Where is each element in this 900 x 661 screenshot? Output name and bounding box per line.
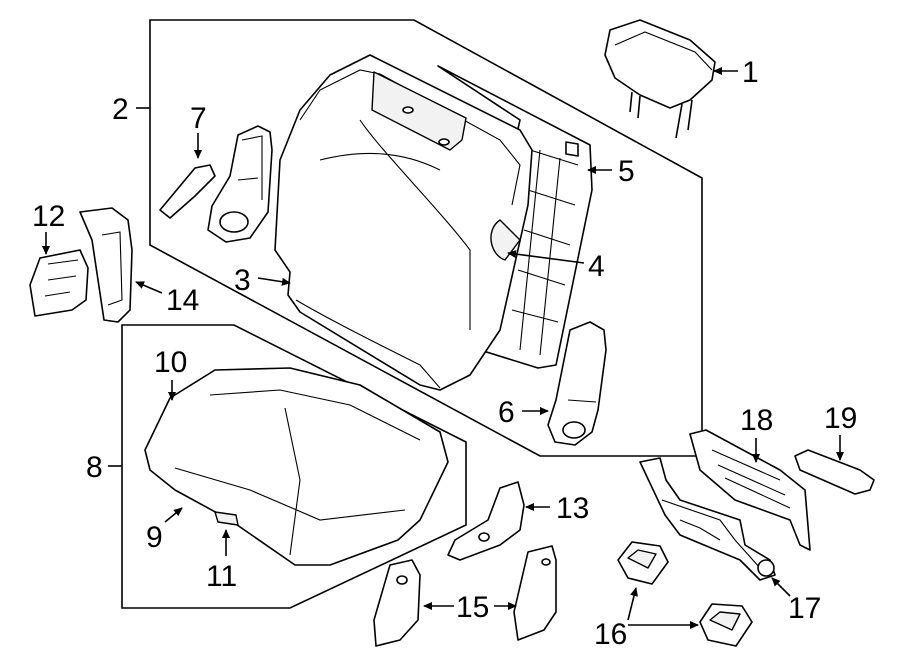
- hinge-cover-right: [513, 545, 557, 641]
- callout-19: 19: [824, 402, 857, 435]
- recliner-cover: [547, 321, 607, 446]
- hinge-cover-left: [373, 559, 421, 647]
- seat-cushion-pad: [144, 367, 449, 566]
- hook-upper: [617, 541, 669, 585]
- callout-6: 6: [498, 396, 515, 429]
- hook-lower: [699, 603, 753, 647]
- callout-9: 9: [146, 521, 163, 554]
- leader-lines: [42, 67, 844, 629]
- callout-18: 18: [740, 404, 773, 437]
- callout-8: 8: [86, 451, 103, 484]
- callout-3: 3: [234, 264, 251, 297]
- cushion-side-trim: [447, 481, 525, 561]
- callout-5: 5: [618, 155, 635, 188]
- seat-cap: [794, 449, 875, 495]
- callout-15: 15: [456, 591, 489, 624]
- headrest: [604, 19, 716, 139]
- callout-17: 17: [788, 592, 821, 625]
- callout-16: 16: [594, 618, 627, 651]
- callout-14: 14: [166, 284, 199, 317]
- callout-11: 11: [206, 560, 237, 593]
- callout-12: 12: [32, 200, 65, 233]
- callout-10: 10: [154, 346, 187, 379]
- seat-back-pad: [274, 54, 533, 391]
- callout-2: 2: [112, 93, 129, 126]
- seat-track: [639, 457, 776, 581]
- seat-support: [689, 429, 811, 551]
- side-shield: [79, 207, 133, 323]
- seat-cushion-group-outline: [121, 324, 467, 609]
- callout-4: 4: [588, 250, 605, 283]
- side-panel-left: [29, 249, 89, 317]
- callout-13: 13: [556, 492, 589, 525]
- callout-1: 1: [742, 56, 759, 89]
- seat-back-side-cover: [159, 125, 273, 243]
- callout-7: 7: [190, 102, 207, 135]
